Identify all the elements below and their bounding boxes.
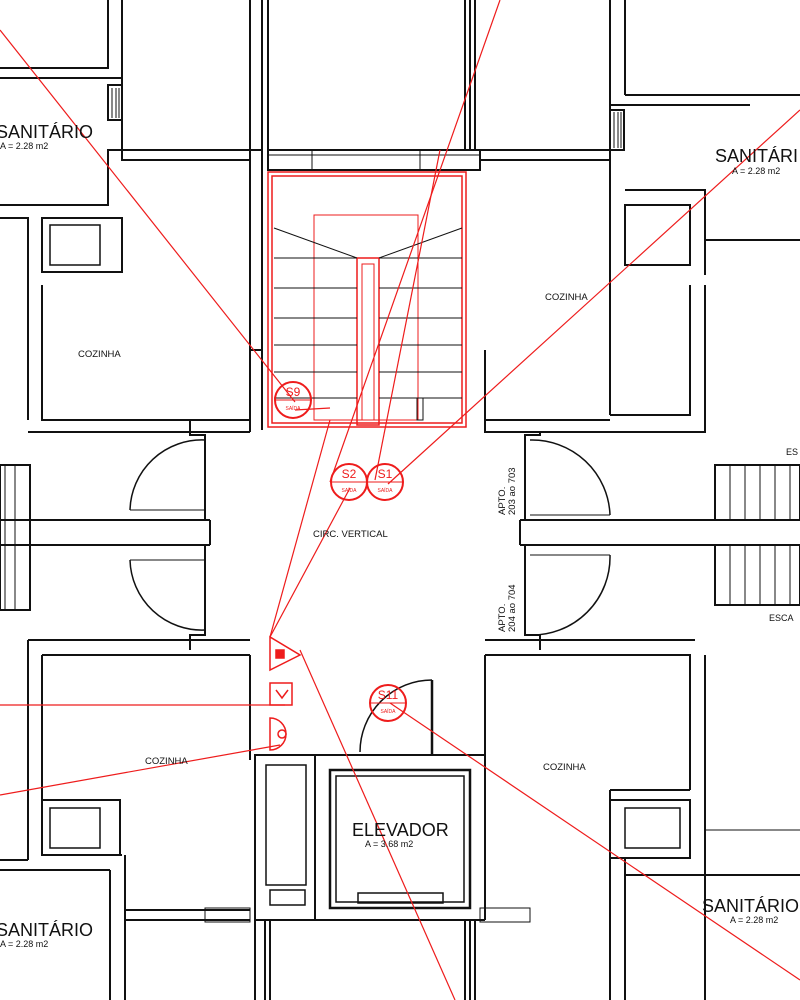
room-label-escada-right-bottom: ESCA: [769, 613, 794, 623]
apto-label-top: APTO.: [497, 487, 508, 515]
room-area-sanitario-tr: A = 2.28 m2: [732, 166, 780, 176]
alarm-triangle-icon: [269, 635, 302, 672]
room-area-elevador: A = 3.68 m2: [365, 839, 413, 849]
hose-icon: [269, 682, 293, 706]
room-label-circ-vertical: CIRC. VERTICAL: [313, 529, 388, 540]
sign-sub: SAÍDA: [377, 487, 393, 494]
room-label-elevador: ELEVADOR: [352, 820, 449, 840]
room-label-cozinha-br: COZINHA: [543, 762, 586, 773]
room-label-sanitario-tl: SANITÁRIO: [0, 122, 93, 142]
sign-code: S11: [378, 688, 399, 702]
apto-range-bottom: 204 ao 704: [507, 584, 518, 632]
room-area-sanitario-bl: A = 2.28 m2: [0, 939, 48, 949]
sign-code: S2: [342, 467, 357, 481]
room-area-sanitario-br: A = 2.28 m2: [730, 915, 778, 925]
sign-sub: SAÍDA: [341, 487, 357, 494]
sign-s9: S9 SAÍDA: [274, 381, 312, 419]
room-label-sanitario-bl: SANITÁRIO: [0, 920, 93, 940]
room-label-sanitario-br: SANITÁRIO: [702, 896, 799, 916]
sign-code: S1: [378, 467, 393, 481]
room-label-cozinha-tr: COZINHA: [545, 292, 588, 303]
room-area-sanitario-tl: A = 2.28 m2: [0, 141, 48, 151]
sign-s11: S11 SAÍDA: [369, 684, 407, 722]
fire-equipment: [269, 635, 302, 751]
room-label-sanitario-tr: SANITÁRI: [715, 146, 798, 166]
room-label-cozinha-tl: COZINHA: [78, 349, 121, 360]
sign-code: S9: [286, 385, 301, 399]
sign-s2: S2 SAÍDA: [330, 463, 368, 501]
apto-range-top: 203 ao 703: [507, 467, 518, 515]
apto-label-bottom: APTO.: [497, 604, 508, 632]
sign-sub: SAÍDA: [380, 708, 396, 715]
room-label-cozinha-bl: COZINHA: [145, 756, 188, 767]
sign-sub: SAÍDA: [285, 405, 301, 412]
room-label-escada-right-top: ES: [786, 447, 798, 457]
sign-s1: S1 SAÍDA: [366, 463, 404, 501]
